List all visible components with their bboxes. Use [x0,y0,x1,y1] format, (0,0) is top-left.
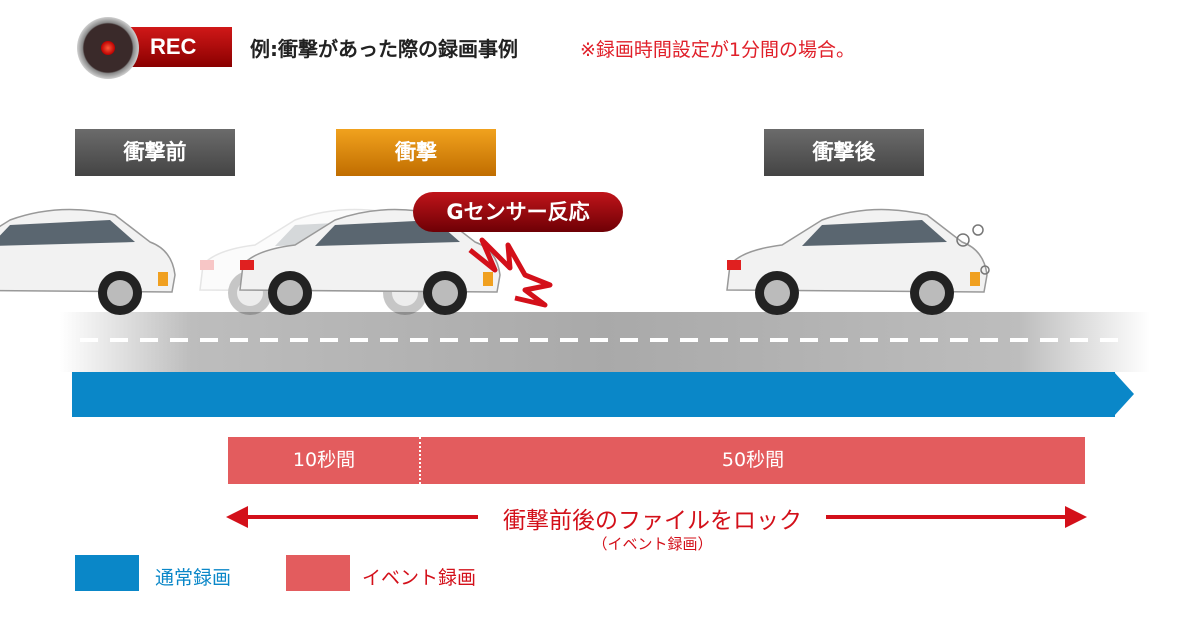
lock-sublabel: （イベント録画） [592,535,713,553]
normal-recording-bar [72,372,1115,417]
phase-before-label: 衝撃前 [75,129,235,176]
legend-normal-swatch [75,555,139,591]
lock-arrow-right-line [826,515,1071,519]
segment-after-impact: 50秒間 [721,449,785,471]
road [60,312,1150,372]
impact-divider [419,437,421,484]
record-dot-icon [101,41,115,55]
car-illustrations [0,208,990,316]
car-before [0,208,176,316]
lock-label: 衝撃前後のファイルをロック [503,508,802,534]
phase-impact-label: 衝撃 [336,129,496,176]
g-sensor-bubble: Gセンサー反応 [413,192,623,232]
timeline-arrow-head [1114,372,1134,416]
lock-arrow-left-line [240,515,478,519]
road-lane-marking [80,338,1130,342]
rec-badge: REC [128,27,232,67]
event-recording-bar: 10秒間 50秒間 [228,437,1085,484]
arrow-left-icon [226,506,248,528]
legend-normal-label: 通常録画 [155,567,232,589]
car-after [726,208,988,316]
segment-before-impact: 10秒間 [292,449,356,471]
smoke-icon [956,224,990,275]
legend-event-swatch [286,555,350,591]
phase-after-label: 衝撃後 [764,129,924,176]
arrow-right-icon [1065,506,1087,528]
impact-burst-icon [468,237,553,308]
legend-event-label: イベント録画 [362,567,477,589]
recording-note: ※録画時間設定が1分間の場合。 [580,39,856,61]
diagram-title: 例:衝撃があった際の録画事例 [250,37,518,61]
